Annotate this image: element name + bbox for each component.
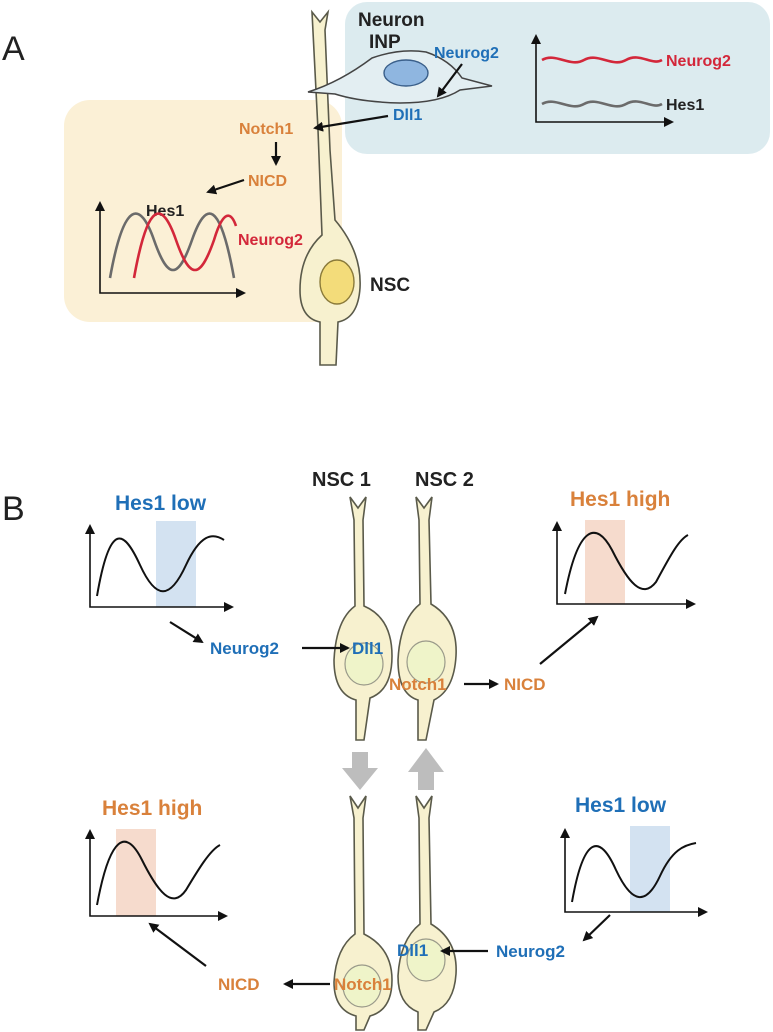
top-hes1low-to-neurog2-arrow <box>169 621 204 644</box>
inp-neurog2-steady-curve <box>541 56 663 64</box>
top-notch1-label: Notch1 <box>389 675 447 694</box>
inp-label: INP <box>369 32 401 53</box>
bottom-left-plot-title: Hes1 high <box>102 797 202 820</box>
bottom-neurog2-label: Neurog2 <box>496 942 565 961</box>
top-nsc1-nucleus <box>344 642 384 686</box>
inp-neurog2-label: Neurog2 <box>434 45 499 62</box>
top-left-plot-axes <box>89 528 230 608</box>
top-right-hes1-high-plot <box>552 520 696 609</box>
nsc2-up-transition-arrow <box>408 748 444 790</box>
nsc-nicd-label: NICD <box>248 173 287 190</box>
dll1-to-notch1-arrow <box>313 114 389 132</box>
bottom-nicd-label: NICD <box>218 975 260 994</box>
inp-context-region <box>345 2 770 154</box>
top-nsc1-cell <box>333 496 393 741</box>
bottom-nsc2-nucleus <box>406 938 446 982</box>
nsc-notch1-label: Notch1 <box>239 121 293 138</box>
bottom-dll1-label: Dll1 <box>397 941 428 960</box>
panel-b-letter: B <box>2 490 25 528</box>
bottom-left-plot-y-arrowhead <box>85 829 95 839</box>
bottom-right-hes1-low-plot <box>560 826 708 917</box>
hes1-oscillation-curve <box>108 212 236 279</box>
bottom-right-plot-x-arrowhead <box>698 907 708 917</box>
bottom-nicd-to-hes1high-arrow <box>148 922 207 967</box>
bottom-left-hes1-high-plot <box>85 829 228 921</box>
top-nsc2-cell <box>397 496 457 741</box>
top-left-hes1-low-plot <box>85 521 234 612</box>
top-dll1-label: Dll1 <box>352 639 383 658</box>
panel-a-letter: A <box>2 30 25 68</box>
nsc1-down-transition-arrow <box>342 752 378 790</box>
nsc-context-region <box>64 100 342 322</box>
nsc-nucleus-a <box>319 259 355 305</box>
top-nicd-label: NICD <box>504 675 546 694</box>
nsc-plot-x-arrowhead <box>236 288 246 298</box>
inp-steady-plot: Neurog2 Hes1 <box>531 34 731 127</box>
neuron-label: Neuron <box>358 10 425 31</box>
bottom-left-plot-x-arrowhead <box>218 911 228 921</box>
top-right-plot-y-arrowhead <box>552 521 562 531</box>
inp-hes1-steady-curve <box>541 100 663 108</box>
top-nicd-to-hes1high-arrow <box>539 615 599 665</box>
inp-plot-hes1-legend: Hes1 <box>666 97 704 114</box>
bottom-hes1low-to-neurog2-arrow <box>582 914 611 942</box>
nsc-plot-y-arrowhead <box>95 201 105 211</box>
top-nsc2-nucleus <box>406 640 446 684</box>
neurog2-to-dll1-arrow <box>436 63 463 98</box>
top-left-plot-x-arrowhead <box>224 602 234 612</box>
top-right-plot-axes <box>556 525 692 605</box>
top-right-plot-x-arrowhead <box>686 599 696 609</box>
top-left-plot-title: Hes1 low <box>115 492 207 515</box>
top-left-plot-y-arrowhead <box>85 524 95 534</box>
inp-dll1-label: Dll1 <box>393 107 422 124</box>
nsc1-label: NSC 1 <box>312 469 371 491</box>
top-left-plot-curve <box>96 535 225 597</box>
nsc2-label: NSC 2 <box>415 469 474 491</box>
bottom-nsc2-cell <box>397 795 457 1031</box>
nsc-label: NSC <box>370 275 410 296</box>
bottom-left-plot-axes <box>89 833 224 917</box>
inp-nucleus <box>383 59 429 87</box>
top-neurog2-label: Neurog2 <box>210 639 279 658</box>
bottom-nsc1-nucleus <box>342 964 382 1008</box>
inp-plot-y-arrowhead <box>531 34 541 44</box>
top-right-plot-curve <box>564 531 689 595</box>
nicd-to-hes1-arrow <box>206 178 245 195</box>
bottom-notch1-label: Notch1 <box>334 975 392 994</box>
neurog2-oscillation-curve <box>132 212 238 279</box>
bottom-right-plot-curve <box>571 842 697 903</box>
bottom-left-plot-curve <box>96 840 221 906</box>
nsc-oscillation-plot <box>95 201 246 298</box>
bottom-right-plot-title: Hes1 low <box>575 794 667 817</box>
top-left-low-window <box>156 521 196 607</box>
inp-plot-x-arrowhead <box>664 117 674 127</box>
nsc-neurog2-label: Neurog2 <box>238 232 303 249</box>
inp-plot-neurog2-legend: Neurog2 <box>666 53 731 70</box>
inp-plot-axes <box>535 38 670 123</box>
top-right-plot-title: Hes1 high <box>570 488 670 511</box>
nsc-plot-axes <box>99 205 242 294</box>
bottom-right-plot-axes <box>564 832 704 913</box>
bottom-right-plot-y-arrowhead <box>560 828 570 838</box>
